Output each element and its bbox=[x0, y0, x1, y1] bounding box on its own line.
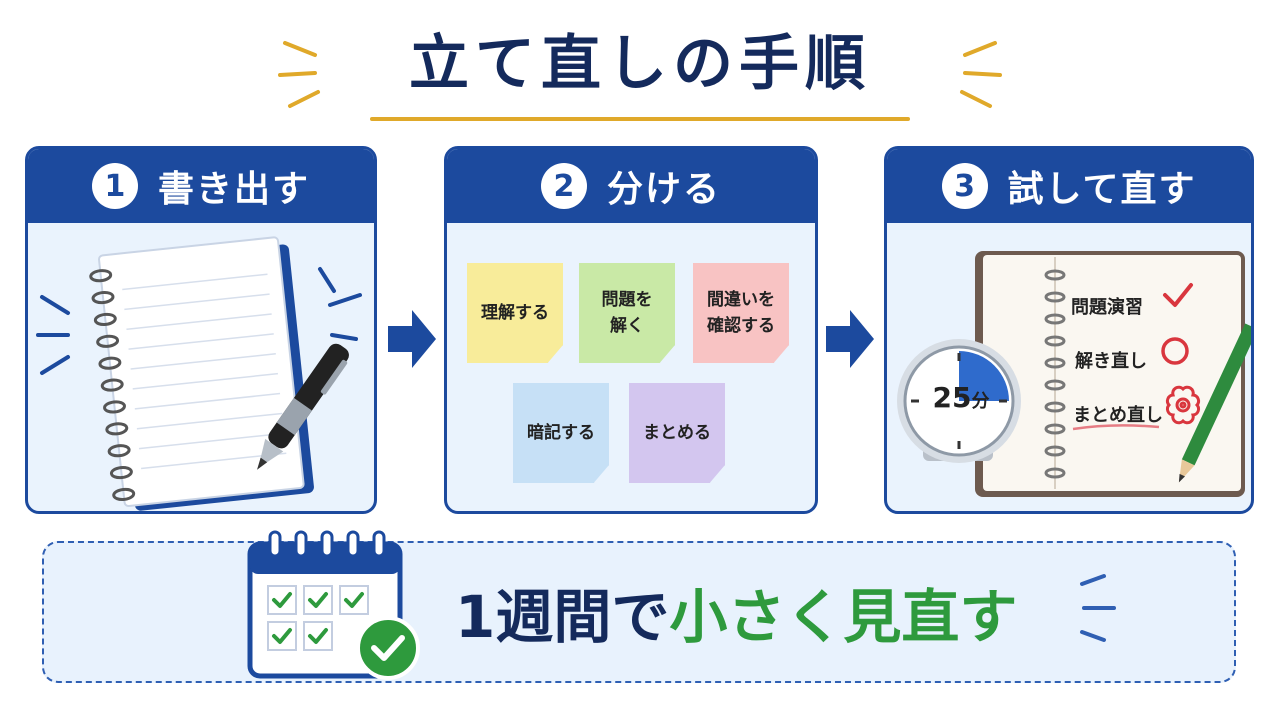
step-label-3: 試して直す bbox=[1007, 169, 1197, 210]
sticky-note: 理解する bbox=[467, 263, 563, 363]
summary-text-part1: 1週間で bbox=[455, 583, 670, 651]
check-mark-icon bbox=[1163, 283, 1193, 307]
summary-banner bbox=[42, 541, 1236, 683]
sticky-note: 間違いを 確認する bbox=[693, 263, 789, 363]
step-number-2: 2 bbox=[540, 163, 587, 209]
title-sparkle-icon bbox=[278, 41, 1002, 108]
sticky-notes-icon: 理解する 問題を 解く 間違いを 確認する 暗記する まとめる bbox=[447, 223, 815, 511]
step-number-3: 3 bbox=[941, 163, 988, 209]
page-title: 立て直しの手順 bbox=[409, 29, 871, 99]
step-header-1: 1 書き出す bbox=[28, 149, 374, 223]
sticky-note: 問題を 解く bbox=[579, 263, 675, 363]
summary-text: 1週間で小さく見直す bbox=[455, 572, 1017, 662]
checklist-item: 解き直し bbox=[1075, 351, 1147, 372]
sparkle-lines-icon bbox=[1080, 574, 1116, 642]
step-card-3: 3 試して直す bbox=[884, 146, 1254, 514]
checklist-item: 問題演習 bbox=[1071, 297, 1143, 318]
sticky-note: 暗記する bbox=[513, 383, 609, 483]
arrow-right-icon bbox=[826, 310, 874, 368]
sticky-note: まとめる bbox=[629, 383, 725, 483]
step-header-2: 2 分ける bbox=[447, 149, 815, 223]
step-header-3: 3 試して直す bbox=[887, 149, 1251, 223]
calendar-check-icon bbox=[247, 530, 420, 680]
circle-mark-icon bbox=[1161, 337, 1189, 365]
step-card-1: 1 書き出す bbox=[25, 146, 377, 514]
step-label-2: 分ける bbox=[606, 169, 721, 210]
step-number-1: 1 bbox=[91, 163, 138, 209]
timer-notebook-icon bbox=[897, 251, 1251, 497]
step-card-2: 2 分ける 理解する 問題を 解く 間違いを 確認する 暗記する まとめる bbox=[444, 146, 818, 514]
title-underline bbox=[370, 117, 910, 121]
arrow-right-icon bbox=[388, 310, 436, 368]
checklist-item: まとめ直し bbox=[1073, 405, 1163, 426]
step-label-1: 書き出す bbox=[157, 169, 310, 210]
flower-mark-icon bbox=[1165, 385, 1201, 425]
notebook-pen-icon bbox=[36, 236, 362, 511]
summary-text-part2: 小さく見直す bbox=[669, 583, 1018, 651]
timer-label: 25分 bbox=[932, 381, 990, 414]
